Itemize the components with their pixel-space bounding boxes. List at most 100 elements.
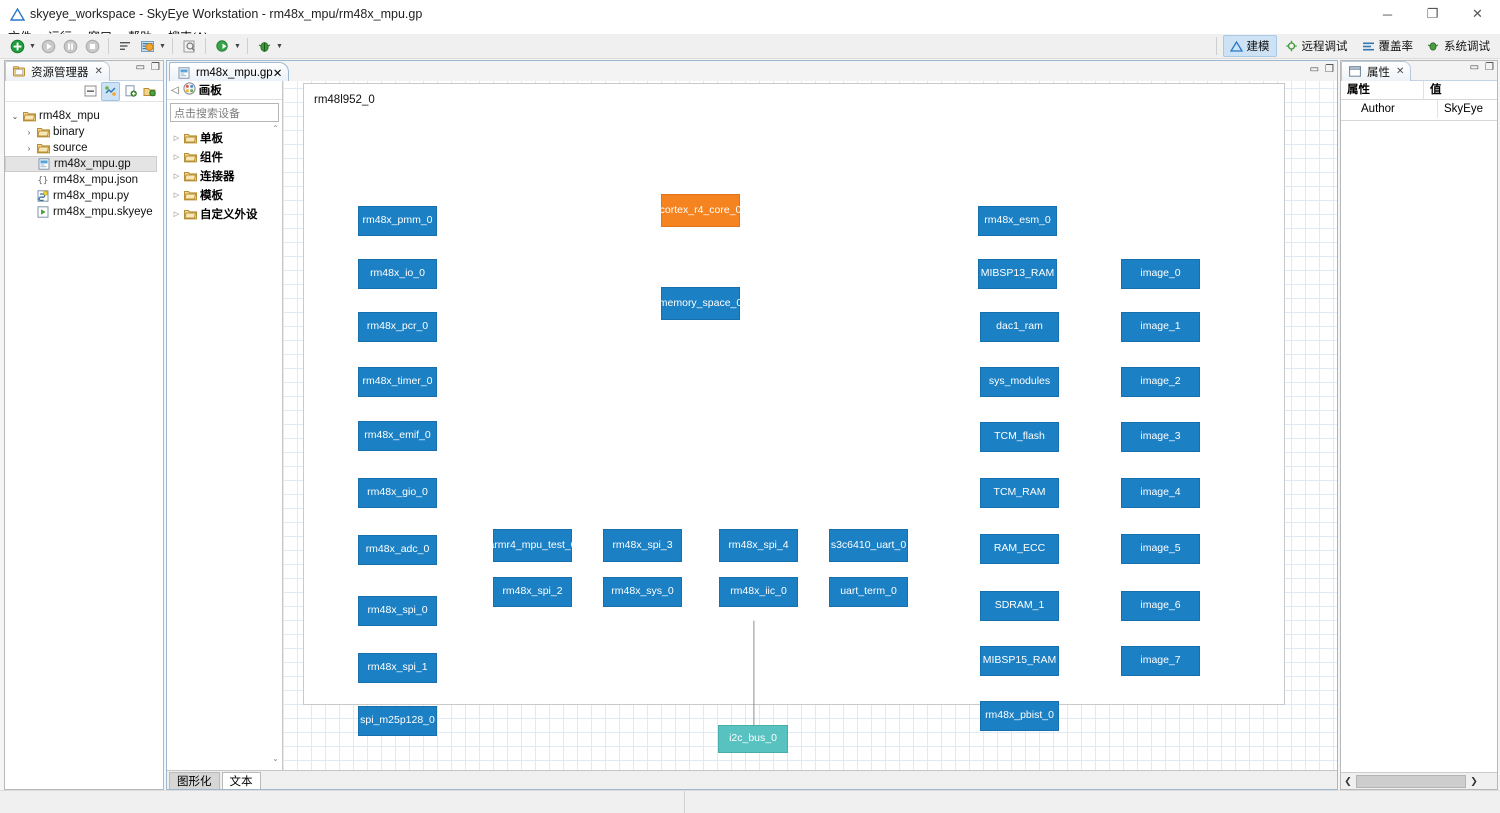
node-image_5[interactable]: image_5 (1121, 534, 1200, 564)
tree-item-rm48x_mpu-json[interactable]: {} rm48x_mpu.json (5, 172, 163, 188)
stop-icon[interactable] (82, 36, 102, 56)
palette-search-input[interactable]: 点击搜索设备 (170, 103, 279, 122)
run-icon[interactable] (38, 36, 58, 56)
node-s3c6410_uart_0[interactable]: s3c6410_uart_0 (829, 529, 908, 562)
node-rm48x_pbist_0[interactable]: rm48x_pbist_0 (980, 701, 1059, 731)
editor-tab-close-icon[interactable]: ✕ (272, 67, 283, 80)
node-RAM_ECC[interactable]: RAM_ECC (980, 534, 1059, 564)
perspective-remote-debug[interactable]: 远程调试 (1279, 36, 1354, 56)
debug-dropdown-icon[interactable]: ▼ (276, 42, 283, 50)
perspective-modeling[interactable]: 建模 (1222, 35, 1277, 57)
node-image_4[interactable]: image_4 (1121, 478, 1200, 508)
scroll-right-icon[interactable]: ❯ (1470, 775, 1478, 786)
chevron-right-icon[interactable]: › (27, 127, 31, 137)
scroll-up-icon[interactable]: ⌃ (272, 124, 279, 133)
diagram-canvas[interactable]: rm48l952_0 rm48x_pmm_0 rm48x_io_0 rm48x_… (283, 81, 1337, 789)
node-armr4_mpu_test_0[interactable]: armr4_mpu_test_0 (488, 529, 577, 562)
explorer-minimize-icon[interactable]: ▭ (135, 62, 146, 73)
node-rm48x_timer_0[interactable]: rm48x_timer_0 (358, 367, 437, 397)
perspective-system-debug[interactable]: 系统调试 (1421, 36, 1496, 56)
tab-resource-explorer[interactable]: 资源管理器 ✕ (5, 61, 110, 81)
node-spi_m25p128_0[interactable]: spi_m25p128_0 (358, 706, 437, 736)
properties-row-author[interactable]: Author SkyEye (1341, 100, 1497, 118)
node-uart_term_0[interactable]: uart_term_0 (829, 577, 908, 607)
node-SDRAM_1[interactable]: SDRAM_1 (980, 591, 1059, 621)
node-TCM_flash[interactable]: TCM_flash (980, 422, 1059, 452)
node-i2c_bus_0[interactable]: i2c_bus_0 (718, 725, 788, 753)
node-rm48x_adc_0[interactable]: rm48x_adc_0 (358, 535, 437, 565)
minimize-button[interactable]: ─ (1382, 6, 1393, 22)
palette-collapse-icon[interactable]: ◁ (171, 84, 179, 96)
run-external-dropdown-icon[interactable]: ▼ (234, 42, 241, 50)
node-rm48x_spi_0[interactable]: rm48x_spi_0 (358, 596, 437, 626)
node-image_7[interactable]: image_7 (1121, 646, 1200, 676)
palette-item-board[interactable]: ▷ 单板 (167, 128, 282, 147)
node-rm48x_spi_4[interactable]: rm48x_spi_4 (719, 529, 798, 562)
new-file-icon[interactable] (122, 83, 139, 100)
properties-tab-close-icon[interactable]: ✕ (1396, 66, 1405, 77)
node-rm48x_emif_0[interactable]: rm48x_emif_0 (358, 421, 437, 451)
scroll-down-icon[interactable]: ⌄ (272, 754, 279, 763)
editor-maximize-icon[interactable]: ❐ (1325, 64, 1334, 75)
tree-item-binary[interactable]: › binary (5, 124, 163, 140)
chevron-right-icon[interactable]: › (27, 143, 31, 153)
node-image_2[interactable]: image_2 (1121, 367, 1200, 397)
palette-item-connector[interactable]: ▷ 连接器 (167, 166, 282, 185)
node-cortex_r4_core_0[interactable]: cortex_r4_core_0 (660, 194, 741, 227)
tree-item-rm48x_mpu-skyeye[interactable]: rm48x_mpu.skyeye (5, 204, 163, 220)
palette-item-component[interactable]: ▷ 组件 (167, 147, 282, 166)
tab-properties[interactable]: 属性 ✕ (1341, 61, 1412, 81)
node-image_1[interactable]: image_1 (1121, 312, 1200, 342)
settings-dropdown-icon[interactable]: ▼ (159, 42, 166, 50)
node-rm48x_spi_3[interactable]: rm48x_spi_3 (603, 529, 682, 562)
settings-icon[interactable] (137, 36, 157, 56)
tree-item-source[interactable]: › source (5, 140, 163, 156)
new-dropdown-icon[interactable]: ▼ (29, 42, 36, 50)
pause-icon[interactable] (60, 36, 80, 56)
chevron-right-icon[interactable]: ▷ (173, 210, 180, 218)
scroll-left-icon[interactable]: ❮ (1344, 775, 1352, 786)
new-icon[interactable] (7, 36, 27, 56)
node-MIBSP13_RAM[interactable]: MIBSP13_RAM (978, 259, 1057, 289)
properties-maximize-icon[interactable]: ❐ (1485, 62, 1494, 73)
properties-horizontal-scrollbar[interactable]: ❮ ❯ (1341, 772, 1497, 789)
close-button[interactable]: ✕ (1472, 6, 1483, 21)
scroll-thumb[interactable] (1356, 774, 1466, 788)
tab-rm48x_mpu-gp[interactable]: rm48x_mpu.gp ✕ (169, 62, 290, 82)
tree-item-rm48x_mpu[interactable]: ⌄ rm48x_mpu (5, 108, 163, 124)
properties-minimize-icon[interactable]: ▭ (1469, 62, 1480, 73)
node-rm48x_pcr_0[interactable]: rm48x_pcr_0 (358, 312, 437, 342)
chevron-right-icon[interactable]: ▷ (173, 191, 180, 199)
tab-graphical[interactable]: 图形化 (169, 772, 220, 789)
node-rm48x_io_0[interactable]: rm48x_io_0 (358, 259, 437, 289)
maximize-button[interactable]: ❐ (1426, 6, 1439, 21)
explorer-maximize-icon[interactable]: ❐ (151, 62, 160, 73)
tree-item-rm48x_mpu-gp[interactable]: rm48x_mpu.gp (5, 156, 157, 172)
node-rm48x_pmm_0[interactable]: rm48x_pmm_0 (358, 206, 437, 236)
analysis-icon[interactable] (179, 36, 199, 56)
link-editor-icon[interactable] (101, 81, 120, 101)
editor-minimize-icon[interactable]: ▭ (1309, 64, 1320, 75)
node-image_6[interactable]: image_6 (1121, 591, 1200, 621)
palette-scroll-down[interactable]: ⌄ (271, 755, 280, 763)
node-rm48x_gio_0[interactable]: rm48x_gio_0 (358, 478, 437, 508)
palette-scrollbar[interactable]: ⌃ (271, 125, 280, 765)
collapse-all-icon[interactable] (82, 83, 99, 100)
node-rm48x_spi_2[interactable]: rm48x_spi_2 (493, 577, 572, 607)
node-rm48x_sys_0[interactable]: rm48x_sys_0 (603, 577, 682, 607)
chevron-right-icon[interactable]: ▷ (173, 134, 180, 142)
node-image_3[interactable]: image_3 (1121, 422, 1200, 452)
debug-icon[interactable] (254, 36, 274, 56)
perspective-coverage[interactable]: 覆盖率 (1356, 36, 1420, 56)
tab-text[interactable]: 文本 (221, 772, 261, 789)
node-rm48x_esm_0[interactable]: rm48x_esm_0 (978, 206, 1057, 236)
node-image_0[interactable]: image_0 (1121, 259, 1200, 289)
tree-item-rm48x_mpu-py[interactable]: rm48x_mpu.py (5, 188, 163, 204)
node-memory_space_0[interactable]: memory_space_0 (659, 287, 742, 320)
node-dac1_ram[interactable]: dac1_ram (980, 312, 1059, 342)
explorer-tab-close-icon[interactable]: ✕ (94, 66, 103, 77)
run-external-icon[interactable] (212, 36, 232, 56)
node-TCM_RAM[interactable]: TCM_RAM (980, 478, 1059, 508)
chevron-down-icon[interactable]: ⌄ (11, 111, 19, 121)
import-icon[interactable] (141, 83, 158, 100)
